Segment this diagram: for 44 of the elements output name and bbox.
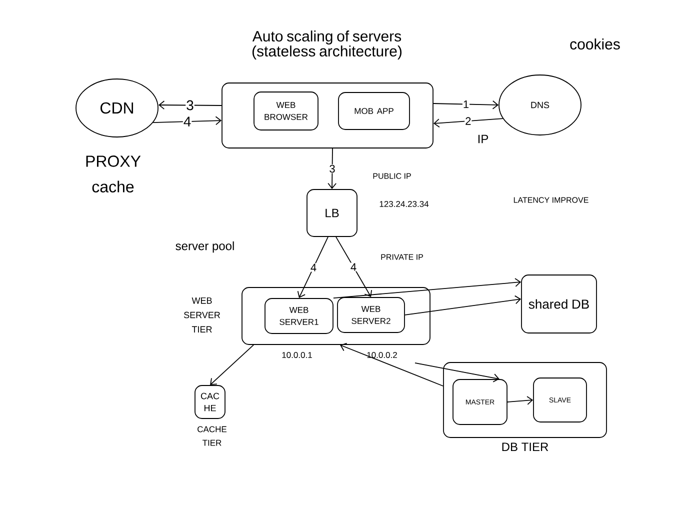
circle-node: CDN [76, 78, 158, 138]
note-text: IP [478, 134, 488, 144]
note-text: PRIVATE IP [381, 254, 423, 260]
arrow [158, 100, 222, 110]
edge-label: 4 [182, 116, 192, 127]
database-box: shared DB [521, 274, 597, 334]
edge-label: 2 [464, 116, 472, 126]
client-box [222, 82, 434, 148]
note-text: LATENCY IMPROVE [514, 197, 588, 203]
process-box: LB [306, 189, 358, 237]
node-caption: WEB SERVER TIER [184, 298, 220, 332]
note-text: PUBLIC IP [373, 173, 411, 179]
arrow [340, 342, 444, 386]
node-caption: PROXY cache [86, 156, 141, 192]
note-text: 123.24.23.34 [380, 201, 429, 207]
arrow [336, 236, 372, 298]
note-text: server pool [176, 241, 234, 253]
arrow [414, 362, 500, 382]
tier-label: DB TIER [502, 442, 548, 451]
arrow [152, 116, 222, 126]
arrow [433, 100, 499, 110]
edge-label: 3 [186, 100, 194, 111]
arrow [404, 295, 522, 316]
server-box: WEB SERVER1 [264, 298, 334, 334]
edge-label: 4 [310, 263, 318, 272]
note-text: cookies [570, 38, 620, 50]
edge-label: 1 [462, 100, 470, 109]
client-box: WEB BROWSER [254, 92, 318, 130]
client-box: MOB APP [338, 92, 410, 130]
note-text: 10.0.0.1 [282, 352, 312, 358]
title: Auto scaling of servers (stateless architecture) [252, 30, 402, 60]
server-box: WEB SERVER2 [337, 297, 405, 333]
arrow [297, 236, 328, 298]
cache-box: CAC HE [194, 385, 226, 419]
node-caption: CACHE TIER [198, 426, 226, 446]
note-text: 10.0.0.2 [367, 352, 397, 358]
circle-node: DNS [498, 74, 582, 136]
arrow [210, 344, 254, 386]
arrow [433, 118, 504, 128]
edge-label: 4 [350, 262, 358, 272]
edge-label: 3 [328, 164, 336, 174]
arrow [333, 278, 522, 298]
arrow [507, 396, 534, 405]
arrow [328, 148, 337, 190]
